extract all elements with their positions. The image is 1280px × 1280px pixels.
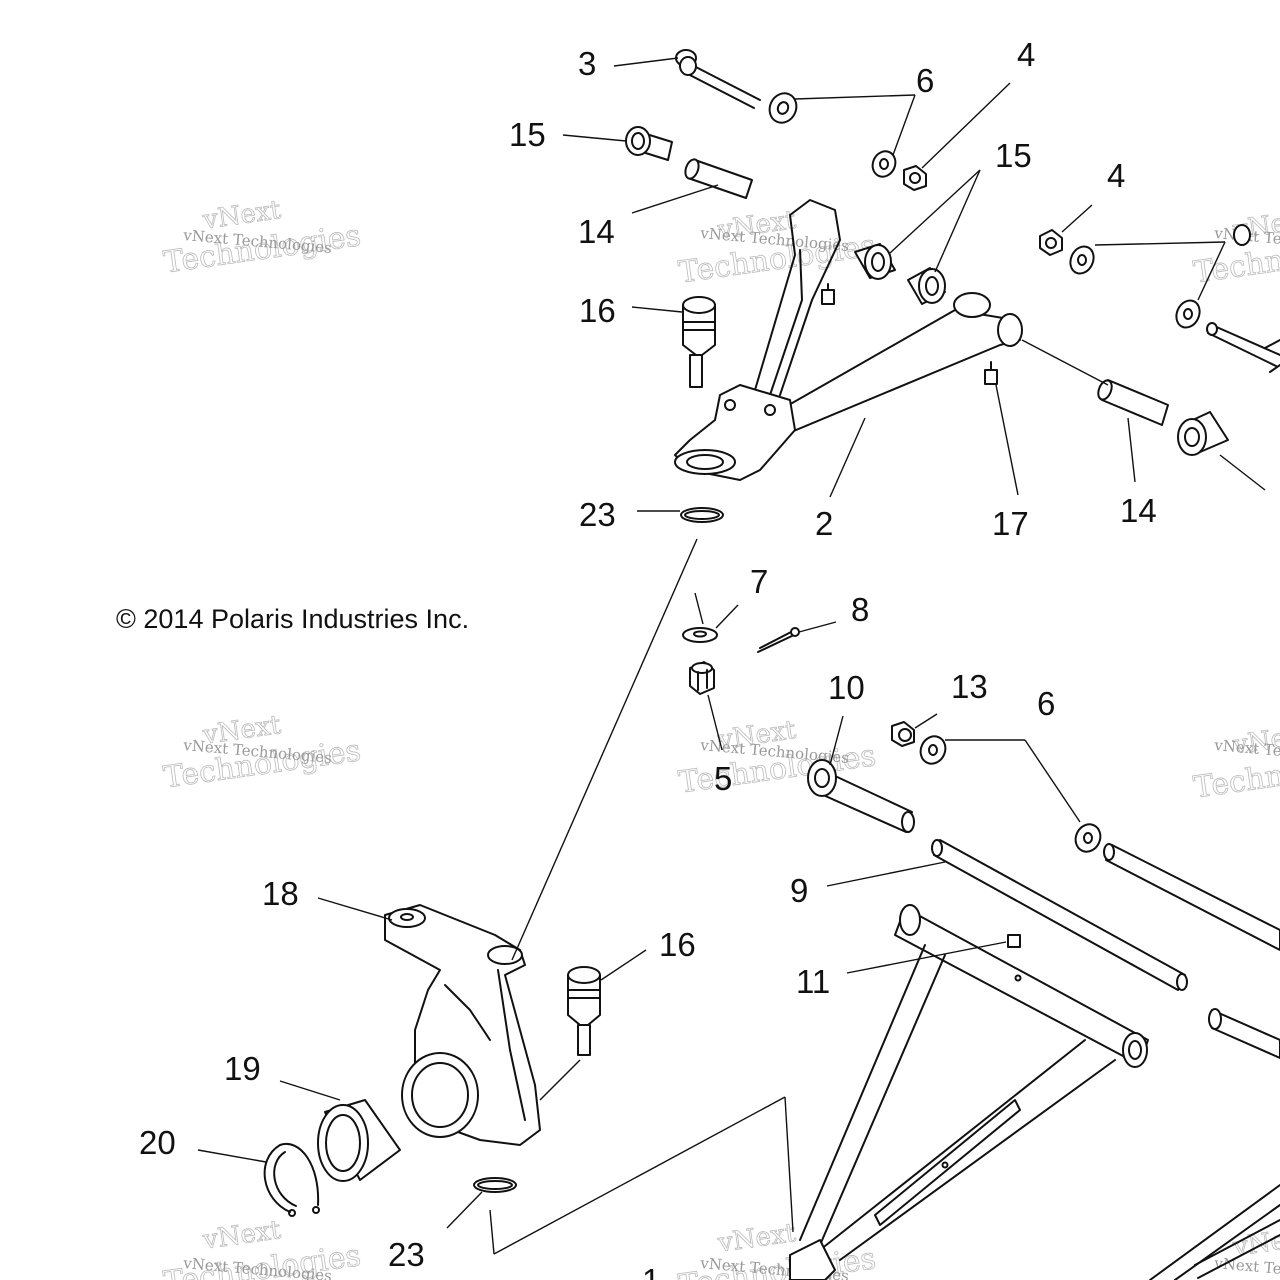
castle-nut-5 <box>689 661 715 695</box>
washer-6-mid <box>919 735 1102 853</box>
washer-6-mid <box>871 150 897 178</box>
callout-16: 16 <box>659 926 696 963</box>
bushing-15-left <box>625 126 673 161</box>
callout-23: 23 <box>388 1236 425 1273</box>
callout-8: 8 <box>851 591 869 628</box>
callout-3: 3 <box>578 45 596 82</box>
bushing-15-arm <box>854 243 946 305</box>
callout-13: 13 <box>951 668 988 705</box>
ball-joint-16-lower <box>567 966 601 1056</box>
callout-4: 4 <box>1107 157 1125 194</box>
upper-a-arm-2 <box>674 199 1023 481</box>
callout-20: 20 <box>139 1124 176 1161</box>
callout-2: 2 <box>815 505 833 542</box>
nut-4-top <box>903 165 927 191</box>
callout-4: 4 <box>1017 36 1035 73</box>
steering-knuckle-18 <box>384 904 541 1146</box>
callout-6: 6 <box>1037 685 1055 722</box>
washer-7 <box>682 627 718 643</box>
callout-9: 9 <box>790 872 808 909</box>
leader-lines <box>197 57 1266 1255</box>
bolt-3 <box>675 49 761 109</box>
o-ring-23-top <box>680 507 724 523</box>
callout-14: 14 <box>1120 492 1157 529</box>
callout-19: 19 <box>224 1050 261 1087</box>
wheel-bearing-19 <box>317 1099 401 1182</box>
bushing-10 <box>807 759 915 833</box>
callout-17: 17 <box>992 505 1029 542</box>
callout-14: 14 <box>578 213 615 250</box>
callout-7: 7 <box>750 563 768 600</box>
nut-4-right <box>1039 224 1280 373</box>
callout-23: 23 <box>579 496 616 533</box>
grease-fitting <box>821 283 998 385</box>
callout-18: 18 <box>262 875 299 912</box>
watermark-small: vNext Technologies <box>1213 1254 1280 1280</box>
callout-15: 15 <box>509 116 546 153</box>
o-ring-23-lower <box>473 1177 517 1193</box>
callout-labels: 3 6 4 15 14 15 4 16 2 17 14 23 7 8 10 13… <box>139 36 1157 1280</box>
cotter-pin-8 <box>757 627 800 653</box>
snap-ring-20 <box>263 1142 320 1217</box>
upper-a-arm-assembly <box>625 49 1280 523</box>
bushing-15-right <box>1177 411 1229 456</box>
callout-15: 15 <box>995 137 1032 174</box>
sleeve-14-top <box>684 158 753 199</box>
middle-hardware <box>682 627 1280 991</box>
washer-6-top <box>768 92 798 124</box>
callout-5: 5 <box>714 760 732 797</box>
sleeve-14-right <box>1097 379 1169 426</box>
callout-1: 1 <box>642 1262 660 1280</box>
bolt-13 <box>891 721 915 747</box>
callout-16: 16 <box>579 292 616 329</box>
lower-a-arm-1 <box>789 904 1280 1280</box>
pivot-tube-9 <box>931 839 1280 991</box>
callout-6: 6 <box>916 62 934 99</box>
callout-11: 11 <box>796 963 830 1000</box>
ball-joint-16-top <box>682 296 716 388</box>
callout-10: 10 <box>828 669 865 706</box>
copyright-notice: © 2014 Polaris Industries Inc. <box>116 604 470 634</box>
